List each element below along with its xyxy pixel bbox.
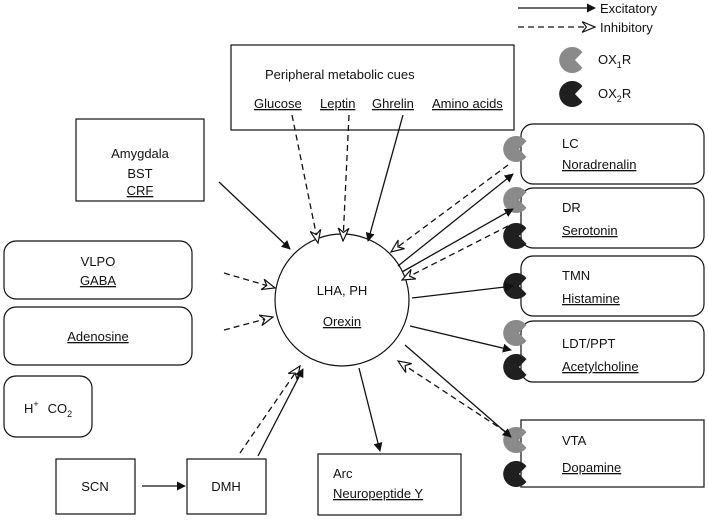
dr-rect [520, 187, 705, 249]
arrow-dmh-inhibits-orexin [239, 366, 300, 454]
scn-box: SCN [55, 458, 136, 515]
peripheral-item-glucose: Glucose [254, 96, 302, 111]
center-title: LHA, PH [317, 283, 368, 298]
dr-ox1r-icon [503, 187, 527, 214]
dmh-box: DMH [186, 458, 267, 515]
peripheral-box: Peripheral metabolic cues Glucose Leptin… [230, 44, 515, 131]
ox1r-receptor-icon [559, 47, 583, 74]
target-dr: DR Serotonin [520, 187, 705, 249]
target-vta: VTA Dopamine [520, 419, 705, 488]
ox2r-receptor-icon [559, 80, 583, 108]
arrow-orexin-to-ldt [409, 325, 512, 353]
arrow-vlpo-to-orexin [223, 272, 275, 288]
orexin-center: LHA, PH Orexin [274, 233, 410, 367]
target-ldt: LDT/PPT Acetylcholine [520, 320, 705, 383]
amygdala-bst: BST [127, 166, 152, 181]
dr-serotonin: Serotonin [562, 223, 618, 238]
arrow-dr-to-orexin [402, 225, 509, 280]
arrow-glucose-to-orexin [291, 114, 318, 243]
ldt-rect [520, 320, 705, 383]
arrow-ghrelin-to-orexin [365, 114, 404, 242]
vta-ox2r-icon [503, 461, 527, 487]
vlpo-rect [3, 240, 193, 300]
amygdala-rect [75, 118, 205, 202]
legend-ox1r-label: OX1R [598, 52, 631, 70]
tmn-rect [520, 255, 705, 317]
peripheral-rect [230, 44, 515, 131]
vlpo-gaba: GABA [80, 273, 116, 288]
tmn-ox2r-icon [503, 273, 527, 299]
lc-ox1r-icon [503, 136, 527, 162]
arc-title: Arc [333, 466, 353, 481]
vta-rect [520, 419, 705, 488]
gases-label: H+CO2 [24, 399, 72, 419]
peripheral-title: Peripheral metabolic cues [265, 67, 415, 82]
scn-title: SCN [81, 479, 108, 494]
ldt-ox2r-icon [503, 354, 527, 380]
amygdala-crf: CRF [127, 183, 154, 198]
legend: Excitatory Inhibitory OX1R OX2R [518, 1, 658, 108]
lc-noradrenalin: Noradrenalin [562, 157, 636, 172]
gases-box: H+CO2 [3, 375, 93, 438]
arc-box: Arc Neuropeptide Y [317, 453, 462, 516]
arrow-lc-to-orexin [391, 164, 509, 252]
target-lc: LC Noradrenalin [520, 123, 705, 185]
ldt-ox1r-icon [503, 320, 527, 347]
connections [142, 114, 514, 491]
arrow-orexin-to-lc [397, 173, 514, 267]
arrow-dmh-excites-orexin [257, 368, 304, 457]
arrow-vta-to-orexin [398, 361, 507, 433]
vlpo-box: VLPO GABA [3, 240, 193, 300]
peripheral-item-ghrelin: Ghrelin [372, 96, 414, 111]
orexin-circle [274, 233, 410, 367]
tmn-title: TMN [562, 268, 590, 283]
tmn-histamine: Histamine [562, 291, 620, 306]
peripheral-item-leptin: Leptin [320, 96, 355, 111]
adenosine-rect [3, 306, 193, 366]
vta-dopamine: Dopamine [562, 460, 621, 475]
arrow-orexin-to-dr [401, 208, 514, 273]
arrow-adenosine-to-orexin [223, 317, 273, 331]
dr-ox2r-icon [503, 223, 527, 249]
lc-rect [520, 123, 705, 185]
vlpo-title: VLPO [81, 254, 116, 269]
arrow-orexin-to-arc [358, 367, 383, 452]
scn-rect [55, 458, 136, 515]
ldt-title: LDT/PPT [562, 336, 616, 351]
arrow-leptin-to-orexin [343, 114, 350, 241]
arrow-orexin-to-tmn [411, 282, 514, 299]
receptor-icons [503, 136, 527, 487]
vta-title: VTA [562, 433, 587, 448]
dmh-rect [186, 458, 267, 515]
legend-ox2r-label: OX2R [598, 86, 631, 104]
ldt-acetylcholine: Acetylcholine [562, 359, 639, 374]
dr-title: DR [562, 200, 581, 215]
arrow-orexin-to-vta [404, 344, 512, 438]
dmh-title: DMH [211, 479, 241, 494]
legend-excitatory-label: Excitatory [600, 1, 658, 16]
amygdala-title: Amygdala [111, 146, 170, 161]
adenosine-box: Adenosine [3, 306, 193, 366]
target-tmn: TMN Histamine [520, 255, 705, 317]
arc-rect [317, 453, 462, 516]
adenosine-title: Adenosine [67, 329, 128, 344]
arrow-amygdala-to-orexin [218, 181, 291, 250]
lc-title: LC [562, 136, 579, 151]
center-orexin: Orexin [323, 314, 361, 329]
legend-inhibitory-label: Inhibitory [600, 20, 653, 35]
amygdala-box: Amygdala BST CRF [75, 118, 205, 202]
arc-neuropeptide-y: Neuropeptide Y [333, 486, 423, 501]
gases-rect [3, 375, 93, 438]
peripheral-item-amino-acids: Amino acids [432, 96, 503, 111]
